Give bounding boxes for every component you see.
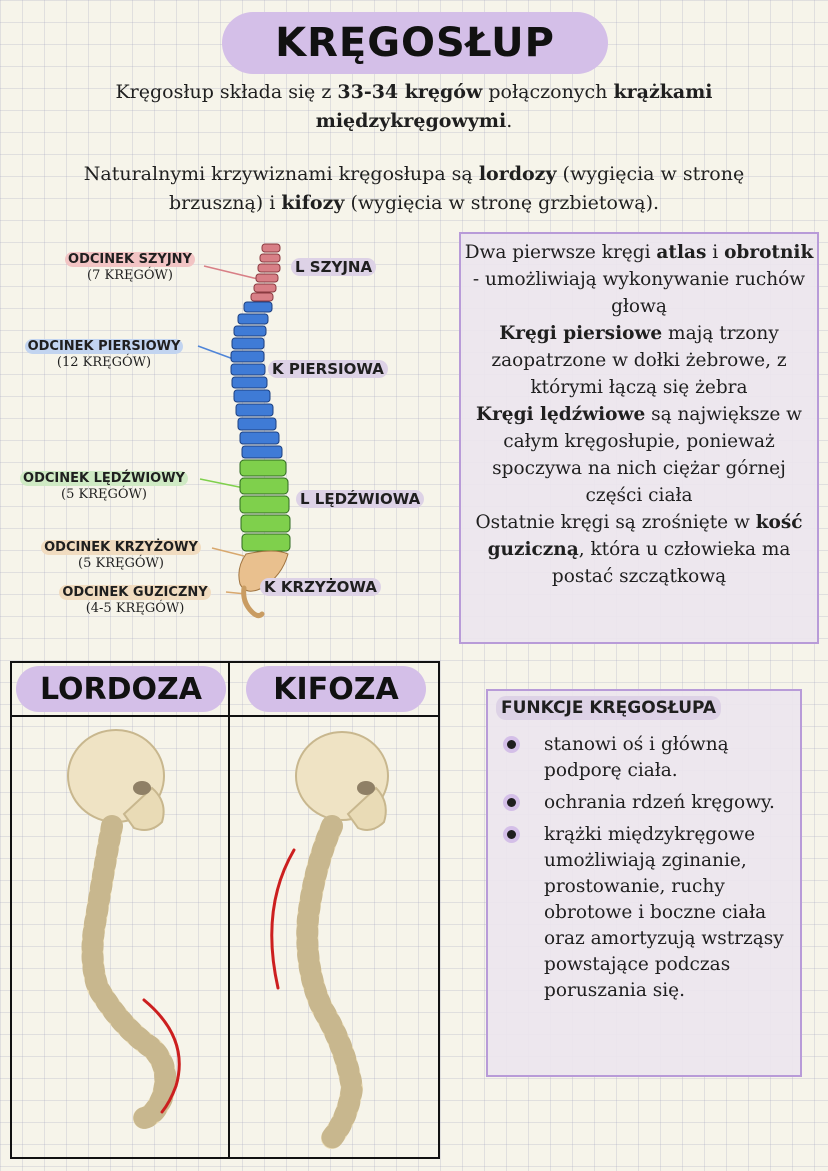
page-title: KRĘGOSŁUP — [275, 20, 555, 66]
intro-paragraph-1: Kręgosłup składa się z 33-34 kręgów połą… — [40, 78, 788, 136]
bullet-icon — [507, 740, 516, 749]
lordosis-curve-line — [142, 998, 181, 1114]
segment-name: ODCINEK SZYJNY — [65, 252, 195, 267]
leader-line-sacral — [211, 547, 245, 557]
intro-bold-lordosis: lordozy — [478, 163, 557, 185]
info-text: są największe w całym kręgosłupie, ponie… — [492, 404, 802, 506]
info-bold-lumbar: Kręgi lędźwiowe — [475, 404, 646, 425]
skull-icon — [67, 729, 165, 831]
lordosis-heading: LORDOZA — [39, 671, 203, 707]
info-bold-axis: obrotnik — [724, 242, 814, 263]
leader-line-cervical — [203, 265, 263, 281]
leader-line-thoracic — [197, 345, 237, 361]
info-thoracic: Kręgi piersiowe mają trzony zaopatrzone … — [461, 320, 817, 401]
kyphosis-illustration — [270, 731, 389, 1149]
curvature-panel-frame — [10, 661, 440, 1159]
intro-text: Naturalnymi krzywiznami kręgosłupa są — [83, 163, 479, 185]
info-text: i — [706, 242, 725, 263]
segment-label-thoracic: ODCINEK PIERSIOWY (12 KRĘGÓW) — [8, 339, 200, 371]
info-text: Dwa pierwsze kręgi — [464, 242, 657, 263]
info-lumbar: Kręgi lędźwiowe są największe w całym kr… — [461, 401, 817, 509]
segment-count: (5 KRĘGÓW) — [78, 556, 164, 571]
function-text: ochrania rdzeń kręgowy. — [544, 792, 775, 813]
segment-label-lumbar: ODCINEK LĘDŹWIOWY (5 KRĘGÓW) — [4, 471, 204, 503]
curve-label-cervical-lordosis: L SZYJNA — [291, 258, 377, 276]
lordosis-illustration — [67, 729, 181, 1129]
curve-label-lumbar-lordosis: L LĘDŹWIOWA — [296, 490, 425, 508]
lordosis-heading-pill: LORDOZA — [16, 666, 226, 712]
intro-text: Kręgosłup składa się z — [115, 81, 338, 103]
info-coccyx: Ostatnie kręgi są zrośnięte w kość guzic… — [461, 509, 817, 590]
list-item: stanowi oś i główną podporę ciała. — [500, 732, 790, 784]
curve-label-thoracic-kyphosis: K PIERSIOWA — [268, 360, 388, 378]
info-atlas-axis: Dwa pierwsze kręgi atlas i obrotnik - um… — [461, 239, 817, 320]
functions-list: stanowi oś i główną podporę ciała. ochra… — [500, 732, 790, 1004]
segment-name: ODCINEK GUZICZNY — [59, 585, 211, 600]
segment-label-coccygeal: ODCINEK GUZICZNY (4-5 KRĘGÓW) — [44, 585, 226, 617]
intro-bold-discs: krążkami międzykręgowymi — [315, 81, 713, 132]
bullet-icon — [507, 798, 516, 807]
leader-line-lumbar — [199, 478, 245, 489]
list-item: ochrania rdzeń kręgowy. — [500, 790, 790, 816]
lumbar-vertebrae — [239, 459, 291, 552]
segment-count: (5 KRĘGÓW) — [61, 487, 147, 502]
panel-divider-horizontal — [10, 715, 440, 717]
intro-paragraph-2: Naturalnymi krzywiznami kręgosłupa są lo… — [40, 160, 788, 218]
info-text: - umożliwiają wykonywanie ruchów głową — [472, 269, 806, 317]
intro-text: (wygięcia w stronę grzbietową). — [344, 192, 660, 214]
segment-label-sacral: ODCINEK KRZYŻOWY (5 KRĘGÓW) — [26, 540, 216, 572]
spine-diagram — [197, 243, 291, 619]
info-bold-thoracic: Kręgi piersiowe — [499, 323, 663, 344]
segment-name: ODCINEK KRZYŻOWY — [41, 540, 201, 555]
function-text: krążki międzykręgowe umożliwiają zginani… — [544, 824, 784, 1001]
info-text: , która u człowieka ma postać szczątkową — [551, 539, 791, 587]
title-pill: KRĘGOSŁUP — [222, 12, 608, 74]
kyphosis-heading: KIFOZA — [273, 671, 399, 707]
segment-name: ODCINEK LĘDŹWIOWY — [20, 471, 188, 486]
list-item: krążki międzykręgowe umożliwiają zginani… — [500, 822, 790, 1004]
kyphosis-heading-pill: KIFOZA — [246, 666, 426, 712]
segment-count: (12 KRĘGÓW) — [56, 355, 152, 370]
intro-text: . — [506, 110, 513, 132]
intro-bold-kyphosis: kifozy — [281, 192, 345, 214]
vertebra-segments — [81, 815, 177, 1129]
curve-label-sacral-kyphosis: K KRZYŻOWA — [260, 578, 381, 596]
info-bold-coccyx: kość guziczną — [487, 512, 803, 560]
kyphosis-curve-line — [270, 848, 296, 990]
info-text: mają trzony zaopatrzone w dołki żebrowe,… — [491, 323, 787, 398]
segment-count: (4-5 KRĘGÓW) — [85, 601, 185, 616]
vertebrae-info-box: Dwa pierwsze kręgi atlas i obrotnik - um… — [459, 232, 819, 644]
vertebra-segments — [296, 815, 364, 1149]
segment-name: ODCINEK PIERSIOWY — [24, 339, 184, 354]
info-bold-atlas: atlas — [656, 242, 707, 263]
coccyx-bone — [241, 585, 265, 619]
function-text: stanowi oś i główną podporę ciała. — [544, 734, 729, 781]
bullet-icon — [507, 830, 516, 839]
functions-box — [486, 689, 802, 1077]
segment-label-cervical: ODCINEK SZYJNY (7 KRĘGÓW) — [48, 252, 212, 284]
intro-text: (wygięcia w stronę brzuszną) i — [168, 163, 745, 214]
skull-icon — [295, 731, 389, 831]
cervical-vertebrae — [250, 243, 281, 302]
intro-bold-count: 33-34 kręgów — [337, 81, 483, 103]
intro-text: połączonych — [482, 81, 614, 103]
thoracic-vertebrae — [230, 301, 283, 459]
info-text: Ostatnie kręgi są zrośnięte w — [475, 512, 756, 533]
panel-divider-vertical — [228, 661, 230, 1159]
segment-count: (7 KRĘGÓW) — [87, 268, 173, 283]
functions-title: FUNKCJE KRĘGOSŁUPA — [496, 696, 722, 720]
